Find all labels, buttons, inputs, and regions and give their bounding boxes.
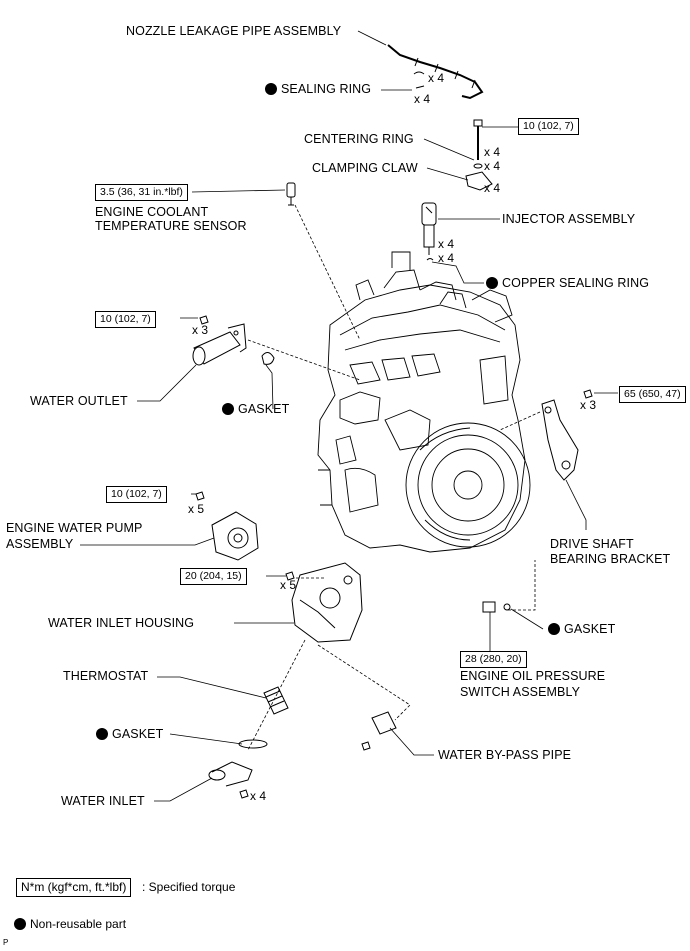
- torque-water-pump: 10 (102, 7): [106, 486, 167, 503]
- water-outlet-bolt: [199, 315, 209, 325]
- label-centering-ring: CENTERING RING: [304, 132, 414, 146]
- label-nozzle-leakage-pipe: NOZZLE LEAKAGE PIPE ASSEMBLY: [126, 24, 342, 38]
- torque-oil-switch: 28 (280, 20): [460, 651, 527, 668]
- label-thermostat: THERMOSTAT: [63, 669, 149, 683]
- label-water-pump-line1: ENGINE WATER PUMP: [6, 521, 143, 535]
- qty-water-outlet-bolt: x 3: [192, 323, 209, 337]
- qty-nozzle-pipe: x 4: [428, 71, 445, 85]
- gasket-oil-text: GASKET: [564, 622, 616, 636]
- pump-bolt: [195, 491, 205, 501]
- non-reusable-dot-icon: [14, 918, 26, 930]
- torque-drive-bracket: 65 (650, 47): [619, 386, 686, 403]
- corner-mark: P: [3, 938, 9, 947]
- non-reusable-dot-icon: [486, 277, 498, 289]
- label-ect-sensor-line1: ENGINE COOLANT: [95, 205, 209, 219]
- inlet-bolt: [239, 789, 249, 799]
- qty-inlet-bolt: x 4: [250, 789, 267, 803]
- sealing-ring-text: SEALING RING: [281, 82, 372, 96]
- water-pump-part: [211, 511, 259, 561]
- water-inlet-part: [208, 761, 253, 787]
- torque-inlet-housing: 20 (204, 15): [180, 568, 247, 585]
- gasket-outlet-part: [261, 352, 275, 365]
- label-copper-sealing-ring: COPPER SEALING RING: [486, 276, 649, 291]
- water-inlet-housing-part: [291, 562, 363, 643]
- qty-pump-bolt: x 5: [188, 502, 205, 516]
- nozzle-leakage-pipe-part: [387, 44, 484, 100]
- injector-bolt-part: [473, 119, 483, 169]
- label-injector: INJECTOR ASSEMBLY: [502, 212, 636, 226]
- qty-sealing-ring: x 4: [414, 92, 431, 106]
- housing-bolt: [285, 571, 295, 581]
- gasket-thermo-text: GASKET: [112, 727, 164, 741]
- drive-shaft-bracket-part: [541, 399, 579, 481]
- label-drive-shaft-line1: DRIVE SHAFT: [550, 537, 634, 551]
- legend-nonreusable-text: Non-reusable part: [30, 917, 127, 931]
- qty-bracket-bolt: x 3: [580, 398, 597, 412]
- injector-part: [421, 202, 437, 255]
- label-gasket-outlet: GASKET: [222, 402, 289, 417]
- qty-injector-2: x 4: [438, 251, 455, 265]
- non-reusable-dot-icon: [265, 83, 277, 95]
- legend-torque-text: : Specified torque: [142, 880, 236, 894]
- legend-torque-box: N*m (kgf*cm, ft.*lbf): [16, 878, 132, 897]
- copper-sealing-ring-text: COPPER SEALING RING: [502, 276, 650, 290]
- qty-injector-1: x 4: [438, 237, 455, 251]
- label-water-inlet: WATER INLET: [61, 794, 145, 808]
- label-gasket-oil: GASKET: [548, 622, 615, 637]
- gasket-outlet-text: GASKET: [238, 402, 290, 416]
- label-water-outlet: WATER OUTLET: [30, 394, 128, 408]
- sealing-ring-small: [415, 85, 425, 89]
- ect-sensor-part: [286, 182, 296, 206]
- qty-clamping-claw: x 4: [484, 181, 501, 195]
- dashed-guides: [247, 204, 541, 751]
- label-sealing-ring: SEALING RING: [265, 82, 371, 97]
- water-bypass-pipe-part: [361, 711, 397, 751]
- oil-pressure-switch-part: [482, 601, 511, 613]
- qty-housing-bolt: x 5: [280, 578, 297, 592]
- clamping-claw-part: [465, 171, 493, 191]
- qty-injector-bolt: x 4: [484, 145, 501, 159]
- torque-water-outlet: 10 (102, 7): [95, 311, 156, 328]
- sealing-ring-part: [413, 71, 425, 75]
- torque-injector-clamp: 10 (102, 7): [518, 118, 579, 135]
- label-clamping-claw: CLAMPING CLAW: [312, 161, 418, 175]
- bracket-bolt: [583, 389, 593, 399]
- qty-centering-ring: x 4: [484, 159, 501, 173]
- label-oil-switch-line1: ENGINE OIL PRESSURE: [460, 669, 606, 683]
- label-water-bypass: WATER BY-PASS PIPE: [438, 748, 572, 762]
- water-outlet-part: [192, 323, 247, 366]
- copper-sealing-ring-part: [426, 258, 434, 261]
- label-ect-sensor-line2: TEMPERATURE SENSOR: [95, 219, 247, 233]
- non-reusable-dot-icon: [548, 623, 560, 635]
- label-water-pump-line2: ASSEMBLY: [6, 537, 74, 551]
- leader-lines: [80, 30, 618, 802]
- label-oil-switch-line2: SWITCH ASSEMBLY: [460, 685, 581, 699]
- legend-nonreusable: Non-reusable part: [14, 917, 126, 932]
- label-gasket-thermo: GASKET: [96, 727, 163, 742]
- gasket-thermo-part: [238, 739, 268, 749]
- thermostat-part: [263, 686, 289, 715]
- non-reusable-dot-icon: [96, 728, 108, 740]
- non-reusable-dot-icon: [222, 403, 234, 415]
- label-water-inlet-housing: WATER INLET HOUSING: [48, 616, 195, 630]
- label-drive-shaft-line2: BEARING BRACKET: [550, 552, 671, 566]
- torque-ect-sensor: 3.5 (36, 31 in.*lbf): [95, 184, 188, 201]
- engine-block: [317, 251, 531, 553]
